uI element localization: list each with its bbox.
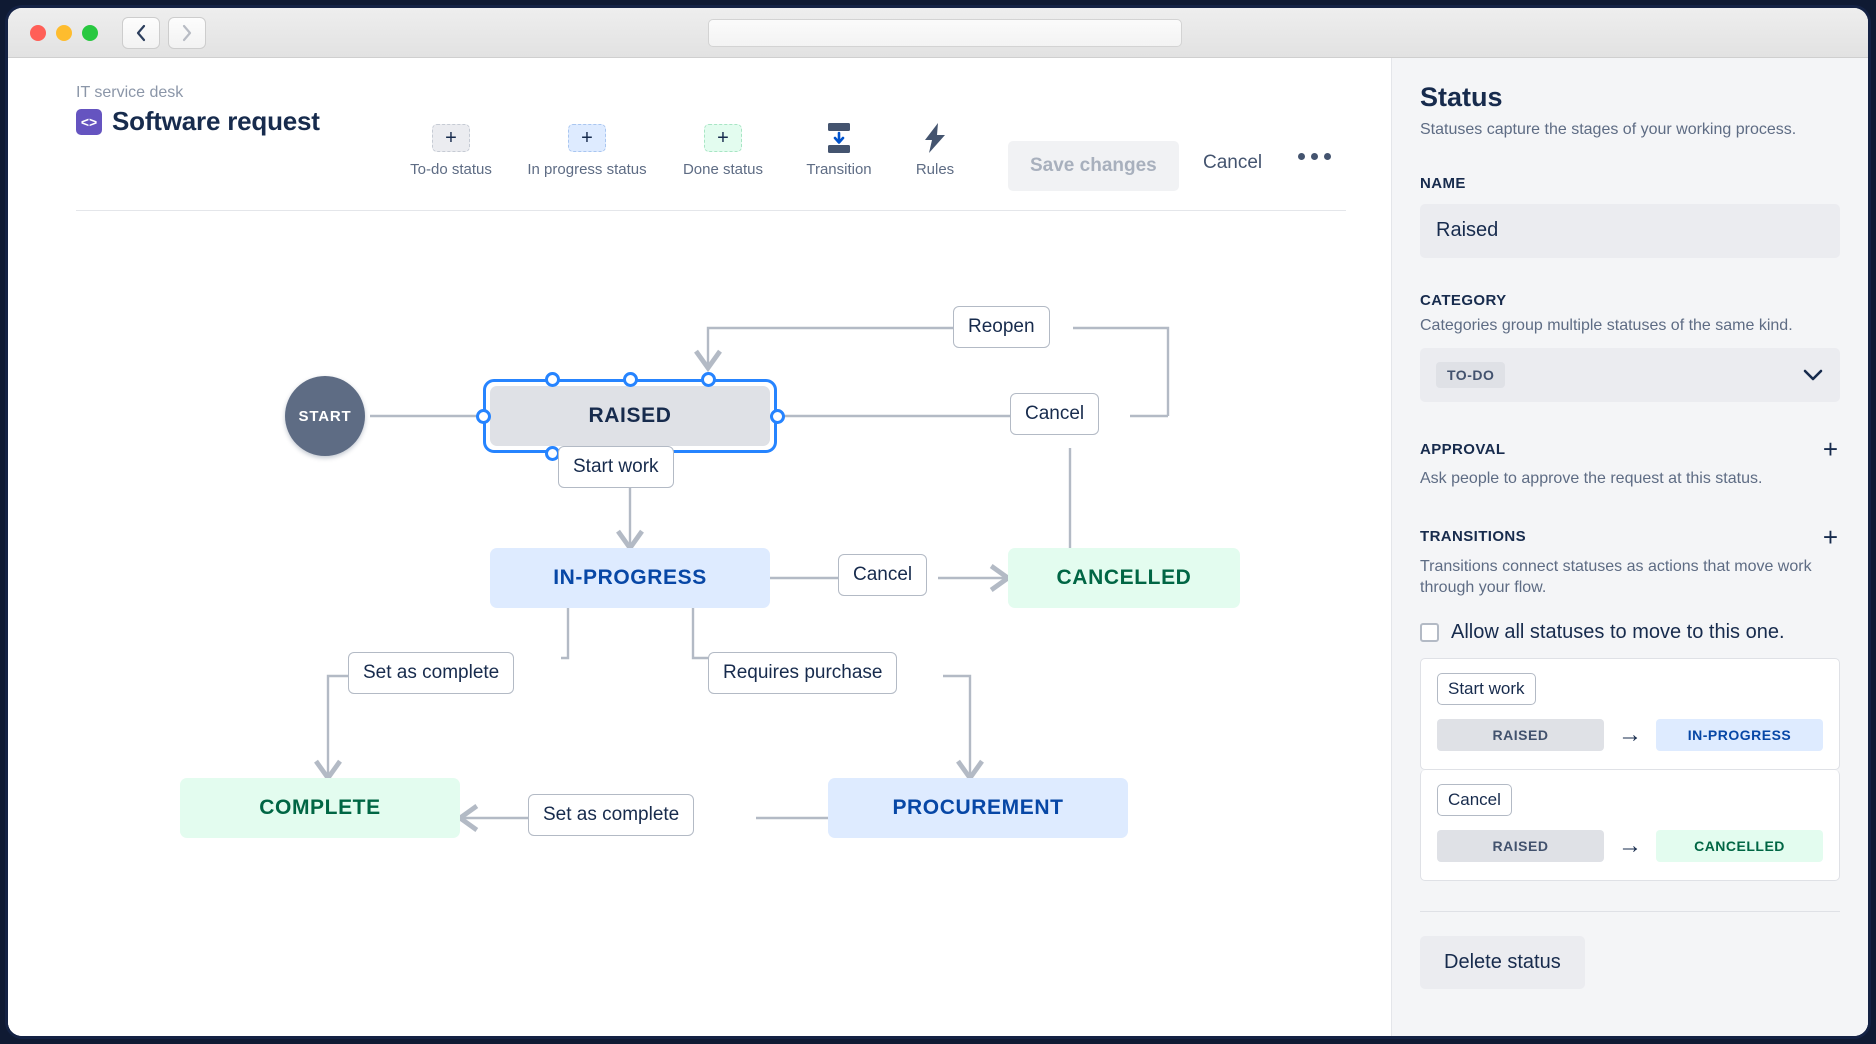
window-titlebar <box>8 8 1868 58</box>
toolbar-item-done-status[interactable]: + Done status <box>655 124 791 178</box>
more-options-icon[interactable] <box>1298 153 1331 160</box>
header-divider <box>76 210 1346 211</box>
category-select[interactable]: TO-DO <box>1420 348 1840 403</box>
workflow-canvas[interactable]: START RAISED IN-PROGRESS CANCELLED COMPL… <box>8 218 1391 1036</box>
transition-label-set-as-complete-1[interactable]: Set as complete <box>348 652 515 694</box>
add-approval-icon[interactable]: + <box>1822 434 1838 465</box>
toolbar-label: Rules <box>915 161 955 178</box>
transitions-hint: Transitions connect statuses as actions … <box>1420 557 1812 597</box>
chevron-right-icon <box>182 24 192 41</box>
lightning-icon <box>921 123 949 153</box>
transition-icon <box>821 123 857 153</box>
chevron-left-icon <box>136 24 146 41</box>
browser-window: IT service desk <> Software request + To… <box>8 8 1868 1036</box>
workflow-connectors <box>314 326 1170 832</box>
page-title: <> Software request <box>76 106 320 137</box>
category-section-label: CATEGORY <box>1420 291 1507 309</box>
transition-card[interactable]: Start work RAISED → IN-PROGRESS <box>1420 657 1840 770</box>
cancel-button[interactable]: Cancel <box>1203 152 1263 173</box>
editor-toolbar: + To-do status + In progress status + Do… <box>383 123 983 178</box>
plus-icon: + <box>568 124 606 152</box>
transition-card-flow: RAISED → IN-PROGRESS <box>1437 718 1823 751</box>
add-transition-icon[interactable]: + <box>1822 521 1838 552</box>
category-hint: Categories group multiple statuses of th… <box>1420 316 1793 334</box>
toolbar-item-transition[interactable]: Transition <box>791 123 887 178</box>
status-name-input[interactable]: Raised <box>1420 203 1840 258</box>
editor-header: IT service desk <> Software request + To… <box>8 58 1391 191</box>
allow-all-statuses-label: Allow all statuses to move to this one. <box>1451 620 1785 643</box>
status-details-panel: Status Statuses capture the stages of yo… <box>1391 58 1868 1036</box>
breadcrumb[interactable]: IT service desk <box>76 84 184 101</box>
transition-label-cancel-in-progress[interactable]: Cancel <box>838 554 928 596</box>
app-body: IT service desk <> Software request + To… <box>8 58 1868 1036</box>
transition-label-set-as-complete-2[interactable]: Set as complete <box>528 794 695 836</box>
start-node[interactable]: START <box>285 376 365 456</box>
approval-section-header: APPROVAL + <box>1420 436 1840 462</box>
nav-buttons <box>122 16 206 49</box>
plus-icon: + <box>432 124 470 152</box>
back-button[interactable] <box>122 16 160 49</box>
panel-title: Status <box>1420 82 1503 112</box>
status-node-in-progress[interactable]: IN-PROGRESS <box>490 548 770 608</box>
transition-label-requires-purchase[interactable]: Requires purchase <box>708 652 898 694</box>
workflow-editor: IT service desk <> Software request + To… <box>8 58 1391 1036</box>
category-value-lozenge: TO-DO <box>1436 362 1506 389</box>
traffic-lights <box>30 24 98 41</box>
transition-card-name[interactable]: Cancel <box>1437 783 1512 816</box>
transition-label-cancel-raised[interactable]: Cancel <box>1010 393 1100 435</box>
project-name: Software request <box>112 106 320 136</box>
status-node-raised[interactable]: RAISED <box>490 386 770 446</box>
resize-handle-top-right[interactable] <box>701 372 716 387</box>
toolbar-label: To-do status <box>410 161 492 178</box>
maximize-window-icon[interactable] <box>82 24 98 41</box>
transition-card[interactable]: Cancel RAISED → CANCELLED <box>1420 769 1840 881</box>
status-node-procurement[interactable]: PROCUREMENT <box>828 778 1128 838</box>
resize-handle-top-center[interactable] <box>623 372 638 387</box>
resize-handle-middle-right[interactable] <box>770 409 785 424</box>
transition-to-status: CANCELLED <box>1656 829 1823 862</box>
transition-to-status: IN-PROGRESS <box>1656 718 1823 751</box>
status-node-complete[interactable]: COMPLETE <box>180 778 460 838</box>
address-bar[interactable] <box>708 19 1182 47</box>
chevron-down-icon <box>1803 369 1823 381</box>
panel-divider <box>1420 910 1840 912</box>
toolbar-label: Done status <box>682 161 764 178</box>
allow-all-statuses-checkbox[interactable] <box>1420 622 1439 642</box>
save-changes-button[interactable]: Save changes <box>1008 141 1179 191</box>
transition-card-name[interactable]: Start work <box>1437 672 1536 705</box>
allow-all-statuses-row[interactable]: Allow all statuses to move to this one. <box>1420 621 1840 644</box>
toolbar-item-todo-status[interactable]: + To-do status <box>383 124 519 178</box>
transition-card-flow: RAISED → CANCELLED <box>1437 829 1823 862</box>
approval-hint: Ask people to approve the request at thi… <box>1420 470 1763 488</box>
resize-handle-middle-left[interactable] <box>476 409 491 424</box>
transition-from-status: RAISED <box>1437 829 1604 862</box>
close-window-icon[interactable] <box>30 24 46 41</box>
transition-label-start-work[interactable]: Start work <box>558 446 674 488</box>
arrow-right-icon: → <box>1618 831 1642 859</box>
transitions-section-header: TRANSITIONS + <box>1420 524 1840 550</box>
toolbar-label: In progress status <box>527 161 647 178</box>
arrow-right-icon: → <box>1618 720 1642 748</box>
transition-from-status: RAISED <box>1437 718 1604 751</box>
transition-label-reopen[interactable]: Reopen <box>953 306 1050 348</box>
toolbar-item-in-progress-status[interactable]: + In progress status <box>519 124 655 178</box>
toolbar-item-rules[interactable]: Rules <box>887 123 983 178</box>
panel-subtitle: Statuses capture the stages of your work… <box>1420 121 1797 138</box>
toolbar-label: Transition <box>806 161 872 178</box>
plus-icon: + <box>704 124 742 152</box>
transitions-section-label: TRANSITIONS <box>1420 528 1527 546</box>
status-node-cancelled[interactable]: CANCELLED <box>1008 548 1240 608</box>
forward-button[interactable] <box>168 16 206 49</box>
minimize-window-icon[interactable] <box>56 24 72 41</box>
resize-handle-top-left[interactable] <box>545 372 560 387</box>
delete-status-button[interactable]: Delete status <box>1420 935 1585 989</box>
code-brackets-icon: <> <box>76 108 102 135</box>
name-section-label: NAME <box>1420 174 1466 192</box>
approval-section-label: APPROVAL <box>1420 440 1506 458</box>
delete-status-row: Delete status <box>1392 912 1868 1013</box>
